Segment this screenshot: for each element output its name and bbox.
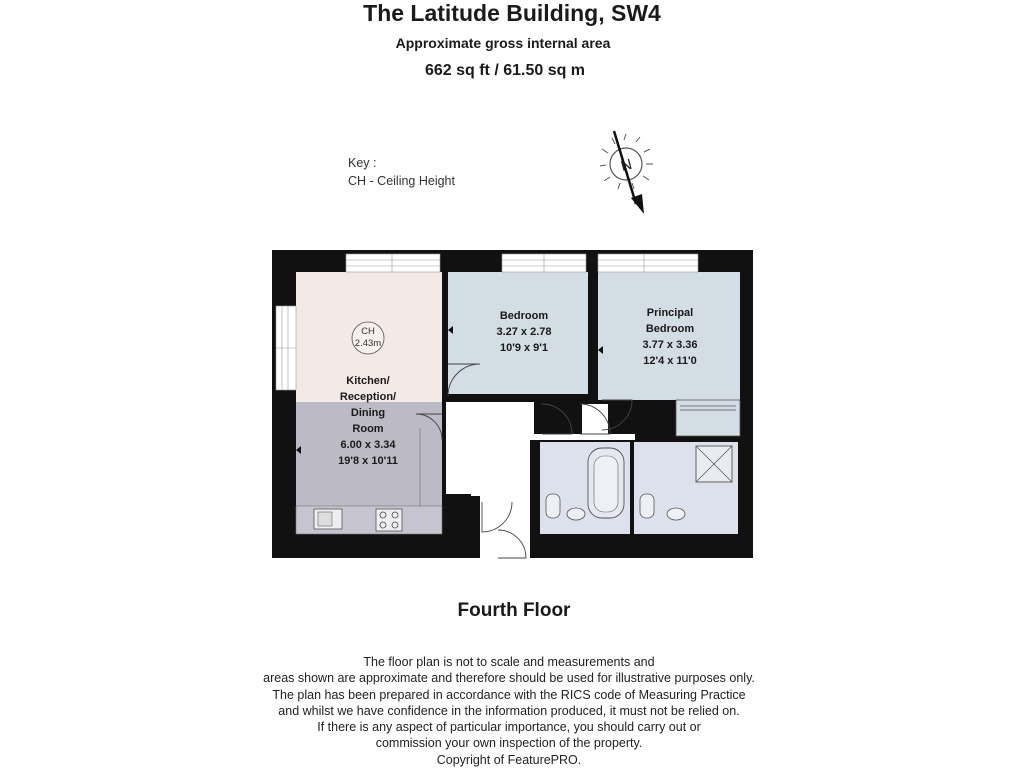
- hall-cupboard: [446, 402, 482, 494]
- bedroom-area: [448, 272, 588, 394]
- compass-icon: N: [599, 130, 653, 214]
- disclaimer-line: If there is any aspect of particular imp…: [317, 720, 701, 735]
- principal-metric: 3.77 x 3.36: [642, 339, 697, 351]
- area-value: 662 sq ft / 61.50 sq m: [424, 62, 586, 79]
- principal-imperial: 12'4 x 11'0: [643, 355, 697, 367]
- plan-title: The Latitude Building, SW4: [363, 0, 661, 26]
- key-entry: CH - Ceiling Height: [348, 174, 455, 188]
- disclaimer-line: The plan has been prepared in accordance…: [272, 687, 746, 702]
- floor-plan: CH 2.43m Kitchen/ Reception/ Dining Room…: [272, 250, 753, 559]
- floor-label: Fourth Floor: [457, 600, 571, 621]
- principal-bedroom-area: [598, 272, 740, 436]
- disclaimer-line: areas shown are approximate and therefor…: [263, 671, 755, 686]
- bedroom-metric: 3.27 x 2.78: [496, 326, 551, 338]
- door-swings: [415, 363, 633, 559]
- principal-name-line-1: Principal: [647, 307, 693, 319]
- kitchen-name-line-1: Kitchen/: [346, 375, 389, 387]
- basin-icon: [566, 507, 586, 521]
- copyright-line: Copyright of FeaturePRO.: [436, 752, 582, 767]
- disclaimer-line: The floor plan is not to scale and measu…: [363, 655, 655, 669]
- entrance-hall: [446, 402, 635, 558]
- kitchen-metric: 6.00 x 3.34: [340, 439, 396, 451]
- sink-bowl: [317, 511, 333, 527]
- bedroom-name: Bedroom: [500, 310, 549, 322]
- kitchen-name-line-4: Room: [352, 423, 383, 435]
- key-heading: Key :: [348, 156, 377, 170]
- ensuite-basin-icon: [666, 507, 686, 521]
- ceiling-height-marker: [351, 321, 385, 355]
- disclaimer-line: and whilst we have confidence in the inf…: [278, 703, 740, 718]
- compass-letter: N: [619, 156, 634, 175]
- wardrobe: [675, 399, 741, 437]
- ensuite-toilet-icon: [639, 493, 655, 519]
- windows: [275, 253, 699, 391]
- bedroom-imperial: 10'9 x 9'1: [500, 342, 548, 354]
- ch-value: 2.43m: [355, 338, 381, 349]
- toilet-icon: [545, 493, 561, 519]
- kitchen-name-line-3: Dining: [351, 407, 385, 419]
- disclaimer-line: commission your own inspection of the pr…: [375, 736, 643, 751]
- hob-icon: [375, 508, 403, 532]
- disclaimer: The floor plan is not to scale and measu…: [0, 654, 1018, 768]
- principal-name-line-2: Bedroom: [646, 323, 695, 335]
- kitchen-name-line-2: Reception/: [340, 391, 396, 403]
- ch-label: CH: [361, 326, 375, 337]
- area-caption: Approximate gross internal area: [395, 35, 611, 51]
- key-legend: Key : CH - Ceiling Height: [348, 154, 455, 190]
- kitchen-imperial: 19'8 x 10'11: [338, 455, 398, 467]
